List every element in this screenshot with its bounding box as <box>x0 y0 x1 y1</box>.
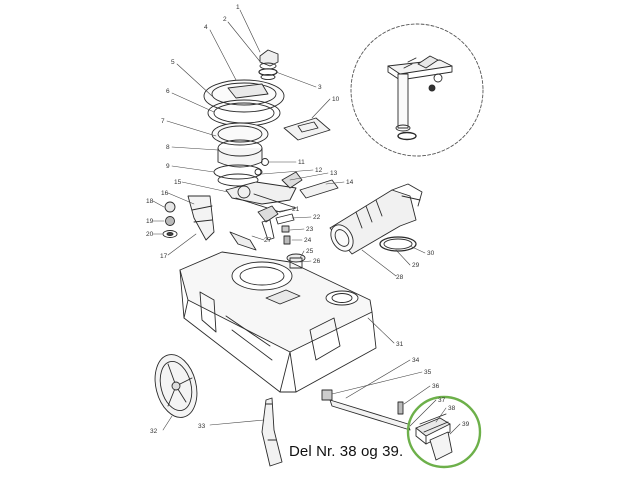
callout-6: 6 <box>166 88 170 95</box>
callout-31: 31 <box>396 341 404 348</box>
callout-1: 1 <box>236 4 240 11</box>
part-small-fittings <box>229 205 295 251</box>
callout-13: 13 <box>330 170 338 177</box>
leader-lines <box>152 9 461 435</box>
callout-39: 39 <box>462 421 470 428</box>
callout-15: 15 <box>174 179 182 186</box>
callout-4: 4 <box>204 24 208 31</box>
part-knob <box>258 49 279 81</box>
part-slide-plate <box>283 117 331 141</box>
callout-18: 18 <box>146 198 154 205</box>
part-rod <box>321 389 411 431</box>
callout-35: 35 <box>424 369 432 376</box>
callout-27: 27 <box>264 237 272 244</box>
callout-numbers: 1 2 3 4 5 6 7 8 9 10 11 12 13 14 15 16 1… <box>146 4 470 435</box>
callout-33: 33 <box>198 423 206 430</box>
callout-21: 21 <box>292 206 300 213</box>
callout-2: 2 <box>223 16 227 23</box>
callout-16: 16 <box>161 190 169 197</box>
callout-9: 9 <box>166 163 170 170</box>
callout-19: 19 <box>146 218 154 225</box>
callout-25: 25 <box>306 248 314 255</box>
part-cassette-body <box>179 251 377 393</box>
parts-caption: Del Nr. 38 og 39. <box>289 443 404 460</box>
callout-26: 26 <box>313 258 321 265</box>
callout-30: 30 <box>427 250 435 257</box>
part-handle <box>261 397 283 467</box>
callout-28: 28 <box>396 274 404 281</box>
callout-12: 12 <box>315 167 323 174</box>
callout-38: 38 <box>448 405 456 412</box>
callout-32: 32 <box>150 428 158 435</box>
callout-17: 17 <box>160 253 168 260</box>
part-blade-lever <box>225 158 339 213</box>
callout-7: 7 <box>161 118 165 125</box>
part-side-mechanism <box>162 195 215 241</box>
callout-24: 24 <box>304 237 312 244</box>
part-bowl-rings <box>203 79 285 187</box>
callout-20: 20 <box>146 231 154 238</box>
part-38-39-highlighted <box>415 413 453 461</box>
detail-inset <box>350 23 484 157</box>
part-wheel <box>154 354 198 418</box>
callout-29: 29 <box>412 262 420 269</box>
callout-10: 10 <box>332 96 340 103</box>
callout-23: 23 <box>306 226 314 233</box>
callout-34: 34 <box>412 357 420 364</box>
callout-37: 37 <box>438 397 446 404</box>
part-outlet-pipe <box>329 183 423 255</box>
callout-36: 36 <box>432 383 440 390</box>
callout-5: 5 <box>171 59 175 66</box>
highlight-circle <box>406 395 482 469</box>
callout-3: 3 <box>318 84 322 91</box>
callout-22: 22 <box>313 214 321 221</box>
callout-11: 11 <box>298 159 305 166</box>
callout-14: 14 <box>346 179 354 186</box>
callout-8: 8 <box>166 144 170 151</box>
